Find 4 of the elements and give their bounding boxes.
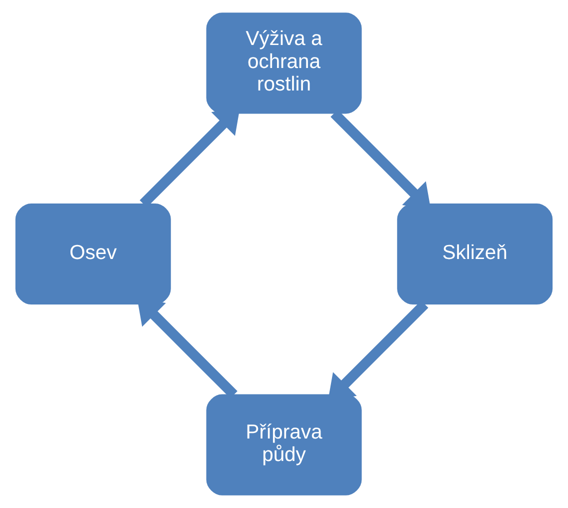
node-box: Osev xyxy=(15,203,171,305)
node-box: Příprava půdy xyxy=(206,394,362,496)
node-box: Sklizeň xyxy=(397,203,553,305)
node-box: Výživa a ochrana rostlin xyxy=(206,12,362,114)
